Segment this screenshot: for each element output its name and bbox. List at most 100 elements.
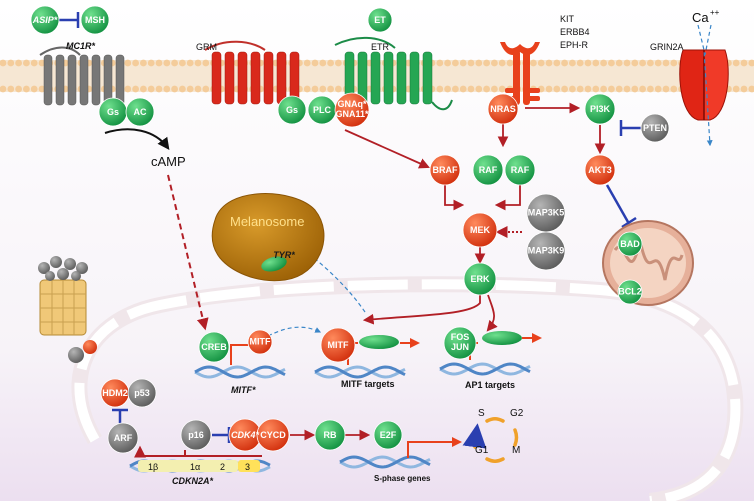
calcium-superscript: ++ xyxy=(710,8,720,17)
akt3-node: AKT3 xyxy=(584,154,616,186)
cdkn2a-label: CDKN2A* xyxy=(172,476,214,486)
asip-node-label: ASIP* xyxy=(32,15,58,25)
msh-node: MSH xyxy=(80,5,110,35)
e2f-node: E2F xyxy=(373,420,403,450)
map3k5-node-label: MAP3K5 xyxy=(528,207,565,217)
ephr-label: EPH-R xyxy=(560,40,589,50)
p16-node: p16 xyxy=(180,419,212,451)
pathway-edges xyxy=(59,12,642,458)
rb-node-label: RB xyxy=(324,430,337,440)
gnaq-label: GNAq* xyxy=(338,99,367,109)
creb-node-label: CREB xyxy=(201,342,227,352)
mc1r-receptor xyxy=(39,46,141,119)
cdk4-cycd-complex: CDK4*CYCD xyxy=(228,418,290,452)
hdm2-node: HDM2 xyxy=(100,378,130,408)
cycd-label: CYCD xyxy=(260,430,286,440)
gs-node-2-label: Gs xyxy=(286,105,298,115)
map3k9-node: MAP3K9 xyxy=(526,231,566,271)
etr-receptor xyxy=(334,36,453,111)
proteasome xyxy=(38,256,97,363)
text-labels: MC1R* GRM ETR KIT ERBB4 EPH-R GRIN2A Ca … xyxy=(66,8,720,486)
bcl2-node: BCL2 xyxy=(617,279,643,305)
ac-node-label: AC xyxy=(134,107,147,117)
ap1-targets-label: AP1 targets xyxy=(465,380,515,390)
exon-2-label: 2 xyxy=(220,462,225,472)
hdm2-node-label: HDM2 xyxy=(102,388,128,398)
jun-label: JUN xyxy=(451,342,469,352)
mitf-targets-dna xyxy=(314,365,406,379)
tyr-label: TYR* xyxy=(273,250,295,260)
sphase-dna xyxy=(339,455,431,469)
cell-cycle-arrow xyxy=(462,423,487,449)
gs-node-2: Gs xyxy=(277,95,307,125)
nuclear-envelope xyxy=(71,276,744,501)
p53-node: p53 xyxy=(127,378,157,408)
kit-label: KIT xyxy=(560,14,575,24)
exon-3-label: 3 xyxy=(245,462,250,472)
camp-label: cAMP xyxy=(151,154,186,169)
mek-node-label: MEK xyxy=(470,225,491,235)
cdk4-label: CDK4* xyxy=(231,430,260,440)
braf-node: BRAF xyxy=(429,154,461,186)
fos-label: FOS xyxy=(451,332,470,342)
cycle-g1-label: G1 xyxy=(475,445,489,456)
cycle-s-label: S xyxy=(478,408,485,419)
ap1-targets-dna xyxy=(439,362,531,376)
mitf-targets-label: MITF targets xyxy=(341,379,395,389)
et-node: ET xyxy=(367,7,393,33)
mitf-node-label: MITF xyxy=(328,340,349,350)
mitf-node: MITF xyxy=(320,327,356,363)
nras-node: NRAS xyxy=(487,93,519,125)
cycle-m-label: M xyxy=(512,445,520,456)
target-ellipses xyxy=(359,331,522,349)
grin2a-label: GRIN2A xyxy=(650,42,684,52)
erk-node-label: ERK xyxy=(470,274,490,284)
protein-nodes: ASIP* MSH ET Gs AC Gs PLC NRAS PI3K PTEN AKT3 BRAF R… xyxy=(30,5,670,454)
grm-receptor xyxy=(204,40,300,105)
arf-node: ARF xyxy=(107,422,139,454)
cycle-g2-label: G2 xyxy=(510,408,524,419)
gs-node-1-label: Gs xyxy=(107,107,119,117)
plc-node: PLC xyxy=(307,95,337,125)
ac-node: AC xyxy=(125,97,155,127)
melanosome: Melanosome xyxy=(211,193,325,282)
raf-node-2-label: RAF xyxy=(511,165,530,175)
asip-node: ASIP* xyxy=(30,5,60,35)
pten-node-label: PTEN xyxy=(643,123,667,133)
grm-label: GRM xyxy=(196,42,217,52)
map3k9-node-label: MAP3K9 xyxy=(528,245,565,255)
mitf-dna xyxy=(194,365,286,379)
p53-node-label: p53 xyxy=(134,388,150,398)
msh-node-label: MSH xyxy=(85,15,105,25)
mc1r-label: MC1R* xyxy=(66,41,96,51)
nras-node-label: NRAS xyxy=(490,104,516,114)
mitf-node-small: MITF xyxy=(247,329,273,355)
bcl2-node-label: BCL2 xyxy=(618,286,642,296)
arf-node-label: ARF xyxy=(114,433,133,443)
mitochondrion xyxy=(602,220,694,306)
akt3-node-label: AKT3 xyxy=(588,165,612,175)
exon-1a-label: 1α xyxy=(190,462,200,472)
cdkn2a-gene xyxy=(138,460,260,472)
e2f-node-label: E2F xyxy=(380,430,397,440)
sphase-genes-label: S-phase genes xyxy=(374,474,431,483)
pi3k-node: PI3K xyxy=(584,93,616,125)
grin2a-channel xyxy=(679,24,729,147)
pi3k-node-label: PI3K xyxy=(590,104,611,114)
etr-label: ETR xyxy=(371,42,390,52)
pten-node: PTEN xyxy=(640,113,670,143)
mek-node: MEK xyxy=(462,212,498,248)
gs-node-1: Gs xyxy=(98,97,128,127)
mitf-gene-label: MITF* xyxy=(231,385,256,395)
et-node-label: ET xyxy=(374,15,386,25)
mitf-node-small-label: MITF xyxy=(250,336,271,346)
erk-node: ERK xyxy=(463,262,497,296)
gnaq-gna11-node: GNAq*GNA11* xyxy=(334,92,370,128)
map3k5-node: MAP3K5 xyxy=(526,193,566,233)
erbb4-label: ERBB4 xyxy=(560,27,590,37)
plc-node-label: PLC xyxy=(313,105,332,115)
raf-node-1-label: RAF xyxy=(479,165,498,175)
